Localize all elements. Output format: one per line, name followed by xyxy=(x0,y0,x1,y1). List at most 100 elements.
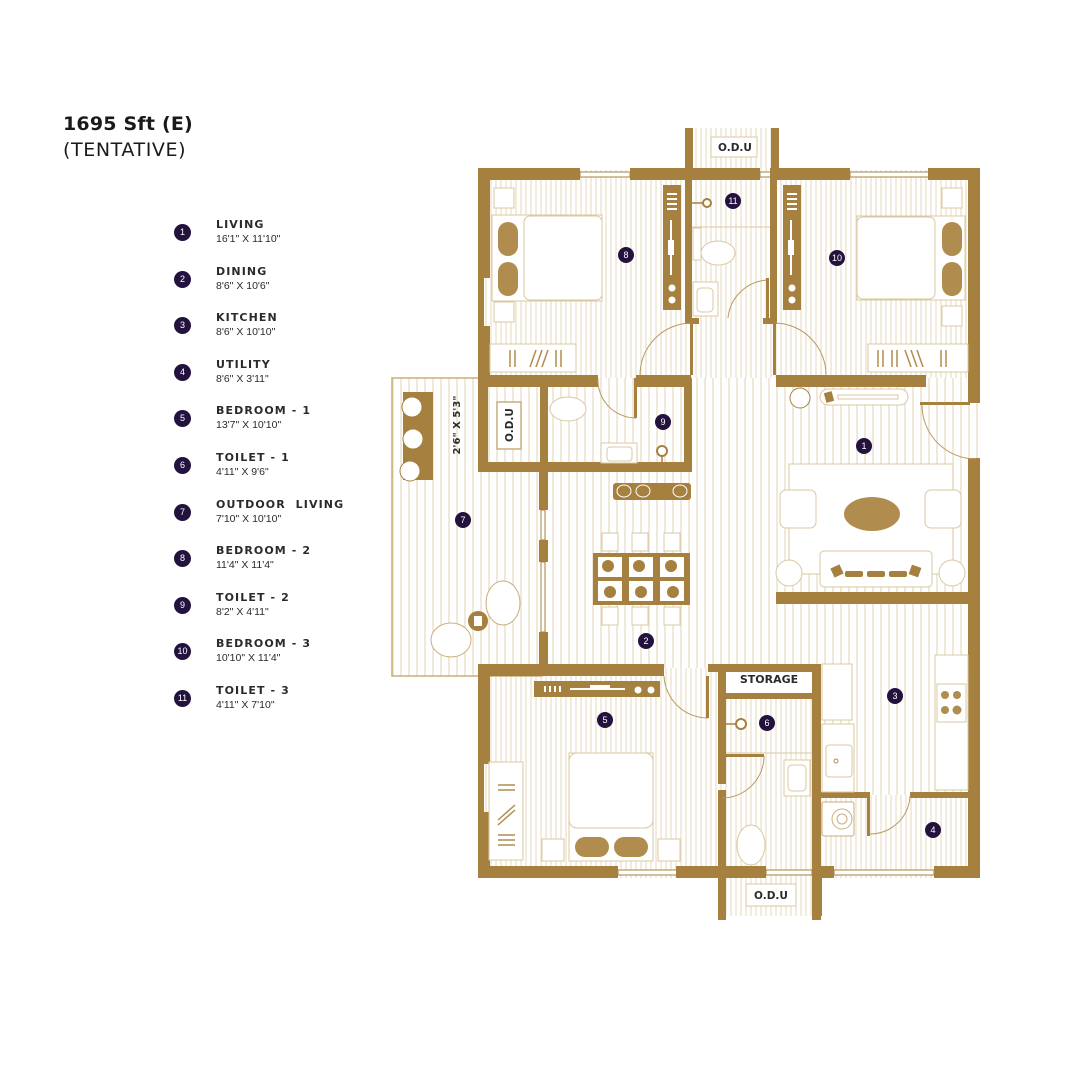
legend-badge: 9 xyxy=(174,596,191,614)
plan-status-subtitle: (TENTATIVE) xyxy=(63,139,187,161)
odu-left-label: O.D.U xyxy=(504,408,516,442)
bedroom-2-furniture xyxy=(489,185,681,373)
legend-badge: 4 xyxy=(174,363,191,381)
odu-top-unit xyxy=(710,136,758,158)
svg-text:1: 1 xyxy=(861,441,866,451)
legend-item-kitchen: 3 KITCHEN 8'6" X 10'10" xyxy=(174,309,374,356)
legend-badge: 11 xyxy=(174,689,191,707)
main-entrance-door[interactable] xyxy=(921,404,977,460)
dining-sideboard xyxy=(613,483,691,500)
legend-badge: 2 xyxy=(174,270,191,288)
svg-text:10: 10 xyxy=(832,253,842,263)
furniture: 2'6" X 5'3" xyxy=(399,136,969,907)
storage-box xyxy=(726,672,812,693)
walls xyxy=(478,128,980,920)
bedroom-2-door[interactable] xyxy=(639,322,693,376)
plan-area-title: 1695 Sft (E) xyxy=(63,113,193,135)
marker-outdoor-living[interactable]: 7 xyxy=(455,512,471,528)
legend-room-name: TOILET - 3 xyxy=(216,683,290,697)
toilet-3-door[interactable] xyxy=(727,279,769,319)
legend-room-dimensions: 8'6" X 3'11" xyxy=(216,372,269,385)
legend-room-name: OUTDOOR LIVING xyxy=(216,497,345,511)
toilet-2-door[interactable] xyxy=(597,377,637,419)
svg-text:11: 11 xyxy=(728,196,737,206)
bedroom-1-furniture xyxy=(488,681,681,862)
legend-item-bedroom-1: 5 BEDROOM - 1 13'7" X 10'10" xyxy=(174,402,374,449)
legend-room-dimensions: 13'7" X 10'10" xyxy=(216,419,282,432)
svg-text:7: 7 xyxy=(460,515,465,525)
legend-item-toilet-3: 11 TOILET - 3 4'11" X 7'10" xyxy=(174,682,374,729)
toilet-3-fixtures xyxy=(692,198,770,317)
marker-bedroom-2[interactable]: 8 xyxy=(618,247,634,263)
legend-badge: 5 xyxy=(174,410,191,428)
odu-top-label: O.D.U xyxy=(718,142,752,154)
legend-room-dimensions: 8'6" X 10'10" xyxy=(216,326,276,339)
legend-item-utility: 4 UTILITY 8'6" X 3'11" xyxy=(174,356,374,403)
legend-badge: 7 xyxy=(174,503,191,521)
legend-room-name: BEDROOM - 1 xyxy=(216,404,312,418)
toilet-1-door[interactable] xyxy=(721,755,765,799)
legend-room-dimensions: 8'2" X 4'11" xyxy=(216,605,269,618)
legend-room-dimensions: 4'11" X 9'6" xyxy=(216,465,269,478)
dining-table xyxy=(593,532,690,626)
marker-bedroom-1[interactable]: 5 xyxy=(597,712,613,728)
marker-kitchen[interactable]: 3 xyxy=(887,688,903,704)
toilet-2-fixtures xyxy=(549,396,668,464)
living-furniture xyxy=(775,387,966,588)
svg-text:6: 6 xyxy=(764,718,769,728)
legend-room-dimensions: 7'10" X 10'10" xyxy=(216,512,282,525)
legend-room-dimensions: 16'1" X 11'10" xyxy=(216,233,281,245)
svg-text:4: 4 xyxy=(930,825,935,835)
bedroom-3-furniture xyxy=(783,185,969,373)
marker-toilet-1[interactable]: 6 xyxy=(759,715,775,731)
legend-item-bedroom-3: 10 BEDROOM - 3 10'10" X 11'4" xyxy=(174,635,374,682)
marker-dining[interactable]: 2 xyxy=(638,633,654,649)
svg-text:3: 3 xyxy=(892,691,897,701)
legend-item-toilet-2: 9 TOILET - 2 8'2" X 4'11" xyxy=(174,589,374,636)
legend-room-name: UTILITY xyxy=(216,357,271,371)
door-leaves xyxy=(634,278,970,836)
duct-dimension-label: 2'6" X 5'3" xyxy=(452,395,463,454)
toilet-1-fixtures xyxy=(726,718,812,866)
bedroom-1-door[interactable] xyxy=(663,675,709,719)
marker-bedroom-3[interactable]: 10 xyxy=(829,250,845,266)
legend-item-toilet-1: 6 TOILET - 1 4'11" X 9'6" xyxy=(174,449,374,496)
legend-item-dining: 2 DINING 8'6" X 10'6" xyxy=(174,263,374,310)
planter-box xyxy=(399,392,433,482)
legend-item-outdoor-living: 7 OUTDOOR LIVING 7'10" X 10'10" xyxy=(174,496,374,543)
legend-item-bedroom-2: 8 BEDROOM - 2 11'4" X 11'4" xyxy=(174,542,374,589)
svg-text:5: 5 xyxy=(602,715,607,725)
door-swings[interactable] xyxy=(597,279,977,835)
legend-room-name: LIVING xyxy=(216,218,265,231)
legend-badge: 10 xyxy=(174,643,191,661)
bedroom-3-door[interactable] xyxy=(773,322,827,376)
svg-text:9: 9 xyxy=(660,417,665,427)
legend-room-name: TOILET - 2 xyxy=(216,590,290,604)
legend-room-dimensions: 4'11" X 7'10" xyxy=(216,698,275,711)
legend-room-name: TOILET - 1 xyxy=(216,450,290,464)
legend-badge: 6 xyxy=(174,456,191,474)
svg-text:2: 2 xyxy=(643,636,648,646)
odu-bottom-label: O.D.U xyxy=(754,890,788,902)
legend-room-name: KITCHEN xyxy=(216,311,278,325)
storage-label: STORAGE xyxy=(740,673,798,686)
marker-toilet-2[interactable]: 9 xyxy=(655,414,671,430)
outdoor-chairs xyxy=(430,580,521,658)
utility-door[interactable] xyxy=(869,795,911,835)
legend-badge: 3 xyxy=(174,317,191,335)
legend-room-dimensions: 8'6" X 10'6" xyxy=(216,279,270,292)
legend-badge: 1 xyxy=(174,224,191,241)
legend-room-dimensions: 11'4" X 11'4" xyxy=(216,559,274,572)
room-legend: 1 LIVING 16'1" X 11'10" 2 DINING 8'6" X … xyxy=(174,216,374,729)
marker-utility[interactable]: 4 xyxy=(925,822,941,838)
marker-toilet-3[interactable]: 11 xyxy=(725,193,741,209)
marker-living[interactable]: 1 xyxy=(856,438,872,454)
odu-left-unit xyxy=(496,401,522,450)
odu-bottom-unit xyxy=(745,883,797,907)
svg-text:8: 8 xyxy=(623,250,628,260)
legend-room-name: DINING xyxy=(216,264,268,278)
legend-item-living: 1 LIVING 16'1" X 11'10" xyxy=(174,216,374,263)
legend-room-name: BEDROOM - 2 xyxy=(216,544,312,558)
kitchen-fixtures xyxy=(821,654,969,793)
